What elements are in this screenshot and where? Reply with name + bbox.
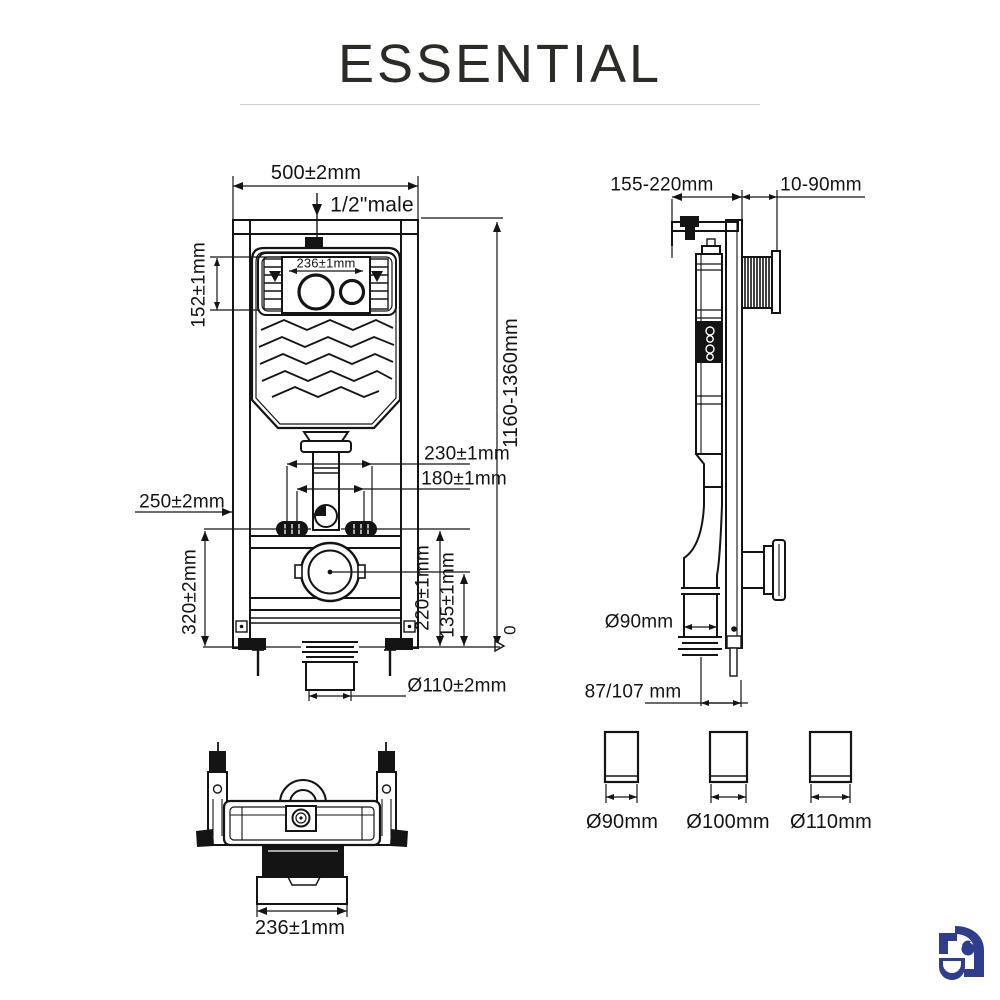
side-view-drawing bbox=[645, 190, 865, 707]
dim-drain-center-height: 220±1mm bbox=[412, 545, 434, 631]
drain-elbow bbox=[678, 504, 723, 656]
label-adapter-90: Ø90mm bbox=[585, 811, 659, 833]
dim-water-inlet: 1/2"male bbox=[330, 193, 414, 217]
side-frame-rail bbox=[725, 219, 743, 677]
dim-panel-width: 236±1mm bbox=[296, 255, 356, 271]
flush-button-small bbox=[338, 278, 366, 306]
dim-cistern-width-top-view: 236±1mm bbox=[254, 917, 346, 939]
floor-outlet-pipe bbox=[302, 641, 358, 691]
adapter-100 bbox=[708, 730, 749, 803]
front-dimension-lines bbox=[135, 176, 506, 701]
brand-logo-icon bbox=[939, 926, 984, 980]
dim-elbow-diameter: Ø90mm bbox=[604, 611, 674, 633]
adapter-90 bbox=[603, 730, 640, 803]
dim-wall-clearance: 10-90mm bbox=[780, 174, 862, 196]
adapter-110 bbox=[808, 730, 853, 803]
side-cistern bbox=[695, 238, 723, 505]
cistern bbox=[250, 246, 402, 430]
dim-frame-depth: 155-220mm bbox=[610, 174, 714, 196]
front-view-drawing bbox=[135, 176, 506, 701]
flush-button-large bbox=[297, 273, 335, 311]
pipe-adapters-drawing bbox=[603, 730, 853, 803]
dim-outlet-diameter: Ø110±2mm bbox=[407, 675, 507, 697]
dim-fixing-outer: 230±1mm bbox=[424, 443, 510, 465]
dim-frame-width: 500±2mm bbox=[270, 162, 362, 184]
water-level-waves bbox=[258, 319, 395, 398]
dim-panel-height: 152±1mm bbox=[188, 242, 210, 328]
title-divider bbox=[240, 104, 760, 105]
actuator-shaft bbox=[741, 250, 781, 314]
dim-lower-frame-height: 320±2mm bbox=[179, 549, 201, 635]
wall-bracket bbox=[671, 216, 739, 246]
dim-floor-level: 0 bbox=[500, 625, 520, 635]
top-view-shaft bbox=[256, 844, 348, 905]
dim-fixing-inner: 180±1mm bbox=[421, 468, 507, 490]
top-view-drawing bbox=[196, 742, 408, 917]
water-inlet bbox=[305, 193, 323, 253]
dim-installation-height: 1160-1360mm bbox=[500, 318, 522, 448]
toilet-outlet-connector bbox=[741, 539, 786, 601]
side-dimension-lines bbox=[645, 190, 865, 707]
label-adapter-110: Ø110mm bbox=[790, 811, 872, 833]
dim-drain-lower-height: 135±1mm bbox=[437, 552, 459, 638]
page-title: ESSENTIAL bbox=[337, 34, 663, 94]
top-view-dimension-lines bbox=[256, 900, 348, 917]
front-frame bbox=[232, 219, 419, 676]
dim-pipe-clamp-height: 250±2mm bbox=[139, 491, 225, 513]
top-view-cistern-body bbox=[222, 779, 382, 847]
label-adapter-100: Ø100mm bbox=[686, 811, 770, 833]
dim-outlet-offset: 87/107 mm bbox=[584, 681, 682, 703]
